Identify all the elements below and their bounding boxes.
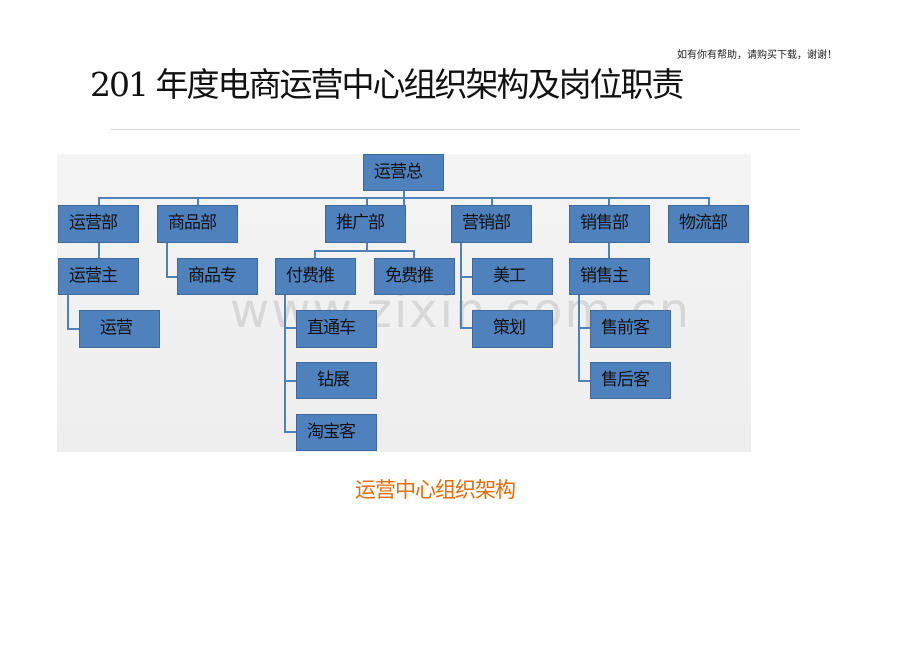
connector [67, 294, 69, 330]
org-node-operations-staff: 运营 [79, 310, 160, 348]
connector [98, 242, 100, 259]
connector [578, 380, 591, 382]
connector [98, 197, 709, 199]
connector [491, 197, 493, 205]
org-node-diamond-booth: 钻展 [296, 362, 377, 399]
connector [460, 242, 462, 329]
download-note: 如有你有帮助，请购买下载，谢谢！ [677, 50, 837, 61]
org-node-aftersales: 售后客 [590, 362, 671, 399]
connector [460, 276, 473, 278]
chart-caption: 运营中心组织架构 [355, 478, 516, 502]
connector [608, 242, 610, 259]
org-node-designer: 美工 [472, 258, 553, 295]
connector [284, 380, 297, 382]
org-node-free-promotion: 免费推 [374, 258, 455, 295]
connector [284, 327, 297, 329]
org-node-dept-logistics: 物流部 [668, 205, 749, 243]
org-node-dept-sales: 销售部 [569, 205, 650, 243]
org-node-dept-marketing: 营销部 [451, 205, 532, 243]
org-node-planner: 策划 [472, 310, 553, 348]
page-title: 201 年度电商运营中心组织架构及岗位职责 [90, 65, 684, 104]
connector [166, 242, 168, 278]
connector [314, 250, 414, 252]
title-divider [110, 129, 800, 130]
org-node-operations-lead: 运营主 [58, 258, 139, 295]
connector [67, 328, 80, 330]
org-node-taobaoke: 淘宝客 [296, 414, 377, 451]
connector [578, 327, 591, 329]
connector [366, 243, 368, 251]
connector [608, 197, 610, 205]
connector [284, 431, 297, 433]
connector [708, 197, 710, 205]
org-node-paid-promotion: 付费推 [275, 258, 356, 295]
connector [413, 250, 415, 259]
org-node-express-train: 直通车 [296, 310, 377, 348]
connector [578, 294, 580, 382]
connector [284, 294, 286, 433]
connector [460, 327, 473, 329]
connector [166, 276, 178, 278]
org-node-merchandise-staff: 商品专 [177, 258, 258, 295]
org-node-sales-lead: 销售主 [569, 258, 650, 295]
connector [314, 250, 316, 259]
org-node-root: 运营总 [363, 154, 444, 191]
connector [98, 197, 100, 205]
org-node-dept-merchandise: 商品部 [157, 205, 238, 243]
connector [197, 197, 199, 205]
org-node-presales: 售前客 [590, 310, 671, 348]
org-node-dept-operations: 运营部 [58, 205, 139, 243]
connector [366, 197, 368, 205]
org-node-dept-promotion: 推广部 [325, 205, 406, 243]
